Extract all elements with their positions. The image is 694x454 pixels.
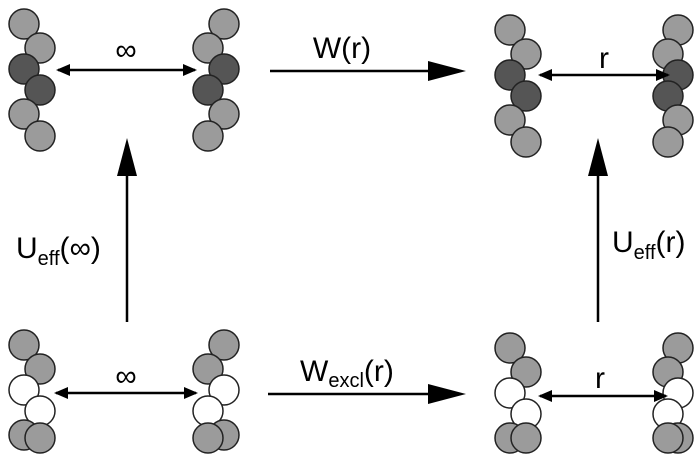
bead [24,422,56,454]
bead [510,356,542,388]
bead [192,74,224,106]
bottom-right-distance-label: r [595,362,605,395]
bead [208,53,240,85]
bead [510,80,542,112]
bottom-left-cluster-a [8,329,56,454]
bead [494,59,526,91]
bead [494,332,526,364]
bead [494,104,526,136]
left-process-label: Ueff(∞) [16,232,101,270]
bottom-right-cluster-a [494,332,542,454]
bead [8,8,40,40]
top-left-distance-label: ∞ [115,34,136,67]
top-right-cluster-b [652,14,694,158]
bead [192,353,224,385]
bead [8,374,40,406]
top-process-arrow [270,61,466,81]
bead [24,353,56,385]
top-process-label: W(r) [313,32,371,65]
bead [510,38,542,70]
bottom-right-distance-arrow [538,390,668,402]
bead [24,120,56,152]
bottom-process-label: Wexcl(r) [300,355,394,392]
bottom-left-distance-arrow [54,387,198,399]
top-right-cluster-a [494,14,542,158]
bead [652,126,684,158]
bead [8,98,40,130]
top-left-cluster-b [192,8,240,152]
bottom-left-cluster-b [192,329,240,454]
right-process-arrow [588,138,608,322]
bead [510,126,542,158]
left-process-arrow [117,138,137,322]
bead [208,8,240,40]
right-process-label: Ueff(r) [612,226,686,264]
bead [494,377,526,409]
bead [652,422,684,454]
bead [208,329,240,361]
bead [192,422,224,454]
bead [8,329,40,361]
top-right-distance-arrow [538,69,670,81]
bead [208,374,240,406]
bottom-process-arrow [268,384,466,404]
top-left-distance-arrow [56,64,197,76]
bead [208,98,240,130]
bead [192,32,224,64]
bead [24,32,56,64]
bead [24,74,56,106]
top-left-cluster-a [8,8,56,152]
bead [192,120,224,152]
bead-clusters [8,8,694,454]
bead [8,53,40,85]
top-right-distance-label: r [599,42,609,75]
bead [494,14,526,46]
bead [510,422,542,454]
bottom-left-distance-label: ∞ [115,360,136,393]
bottom-right-cluster-b [652,332,694,454]
